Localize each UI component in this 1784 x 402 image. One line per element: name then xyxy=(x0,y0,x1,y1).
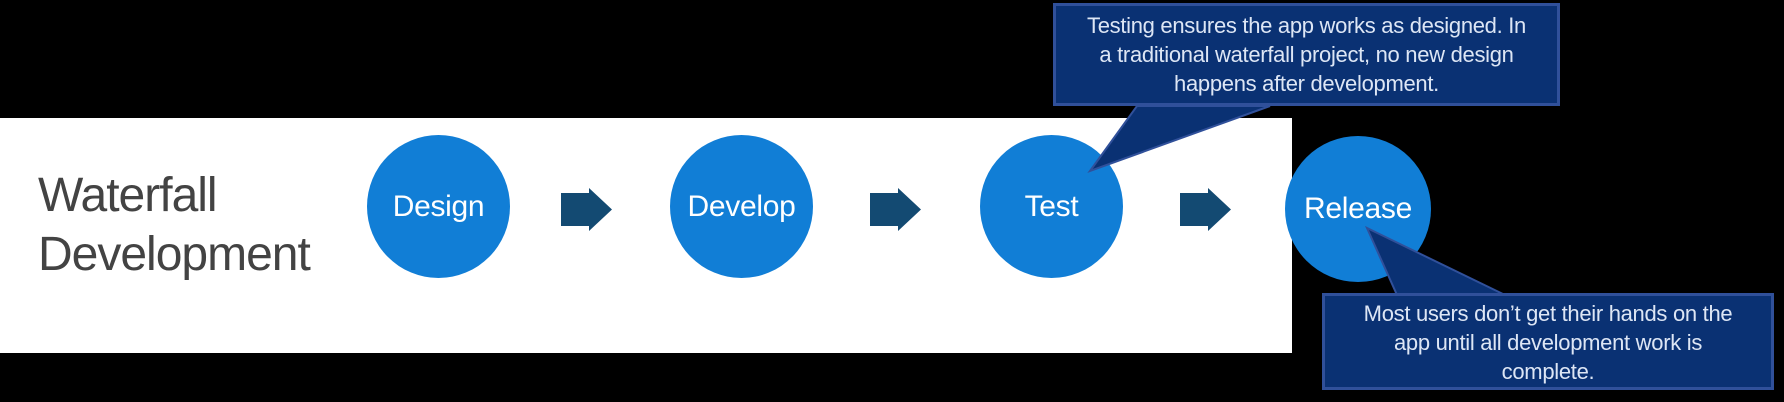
callout-test-tail xyxy=(1087,105,1271,174)
callout-test-line1: Testing ensures the app works as designe… xyxy=(1087,13,1526,38)
step-label-test: Test xyxy=(1024,189,1079,223)
step-circle-design: Design xyxy=(367,135,510,278)
diagram-title: Waterfall Development xyxy=(38,166,311,284)
callout-test-line3: happens after development. xyxy=(1174,71,1439,96)
callout-test-line2: a traditional waterfall project, no new … xyxy=(1099,42,1514,67)
callout-release: Most users don’t get their hands on the … xyxy=(1322,293,1774,390)
arrow-icon-develop-to-test xyxy=(870,188,921,231)
callout-release-line3: complete. xyxy=(1501,359,1595,384)
callout-release-tail xyxy=(1365,226,1506,296)
arrow-icon-design-to-develop xyxy=(561,188,612,231)
callout-test: Testing ensures the app works as designe… xyxy=(1053,3,1560,106)
step-label-develop: Develop xyxy=(687,189,796,223)
step-label-release: Release xyxy=(1304,192,1412,225)
callout-release-line2: app until all development work is xyxy=(1393,330,1703,355)
diagram-title-line2: Development xyxy=(38,228,311,281)
arrow-icon-test-to-release xyxy=(1180,188,1231,231)
diagram-title-line1: Waterfall xyxy=(38,169,218,222)
step-label-design: Design xyxy=(392,189,485,223)
callout-release-line1: Most users don’t get their hands on the xyxy=(1363,301,1733,326)
step-circle-develop: Develop xyxy=(670,135,813,278)
